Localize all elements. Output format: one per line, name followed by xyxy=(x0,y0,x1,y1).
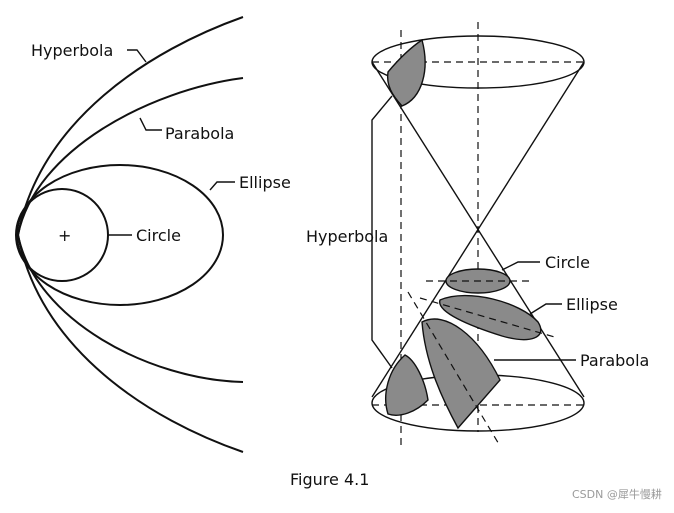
hyperbola-bracket xyxy=(371,95,393,369)
parabola-plane-line xyxy=(407,291,501,447)
hyperbola-label: Hyperbola xyxy=(31,41,113,60)
right-ellipse-label: Ellipse xyxy=(566,295,618,314)
ellipse-section xyxy=(439,294,542,341)
cone-generator-right xyxy=(371,61,585,398)
hyperbola-section-lower xyxy=(385,354,429,416)
figure-caption: Figure 4.1 xyxy=(290,470,369,489)
hyperbola-section-upper xyxy=(386,38,426,107)
hyperbola-leader xyxy=(127,49,147,63)
parabola-leader xyxy=(139,117,162,131)
conic-family-diagram: + Hyperbola Parabola Ellipse Circle xyxy=(15,16,291,453)
focus-mark: + xyxy=(58,226,71,245)
watermark: CSDN @犀牛慢耕 xyxy=(572,487,662,501)
right-circle-label: Circle xyxy=(545,253,590,272)
ellipse-leader xyxy=(209,181,235,191)
parabola-label: Parabola xyxy=(165,124,234,143)
ellipse-leader-right xyxy=(529,303,562,315)
right-parabola-label: Parabola xyxy=(580,351,649,370)
parabola-section xyxy=(421,318,501,430)
right-hyperbola-label: Hyperbola xyxy=(306,227,388,246)
circle-label: Circle xyxy=(136,226,181,245)
circle-leader-right xyxy=(501,261,540,271)
double-cone-diagram: Hyperbola Circle Ellipse Parabola xyxy=(306,22,649,447)
ellipse-label: Ellipse xyxy=(239,173,291,192)
